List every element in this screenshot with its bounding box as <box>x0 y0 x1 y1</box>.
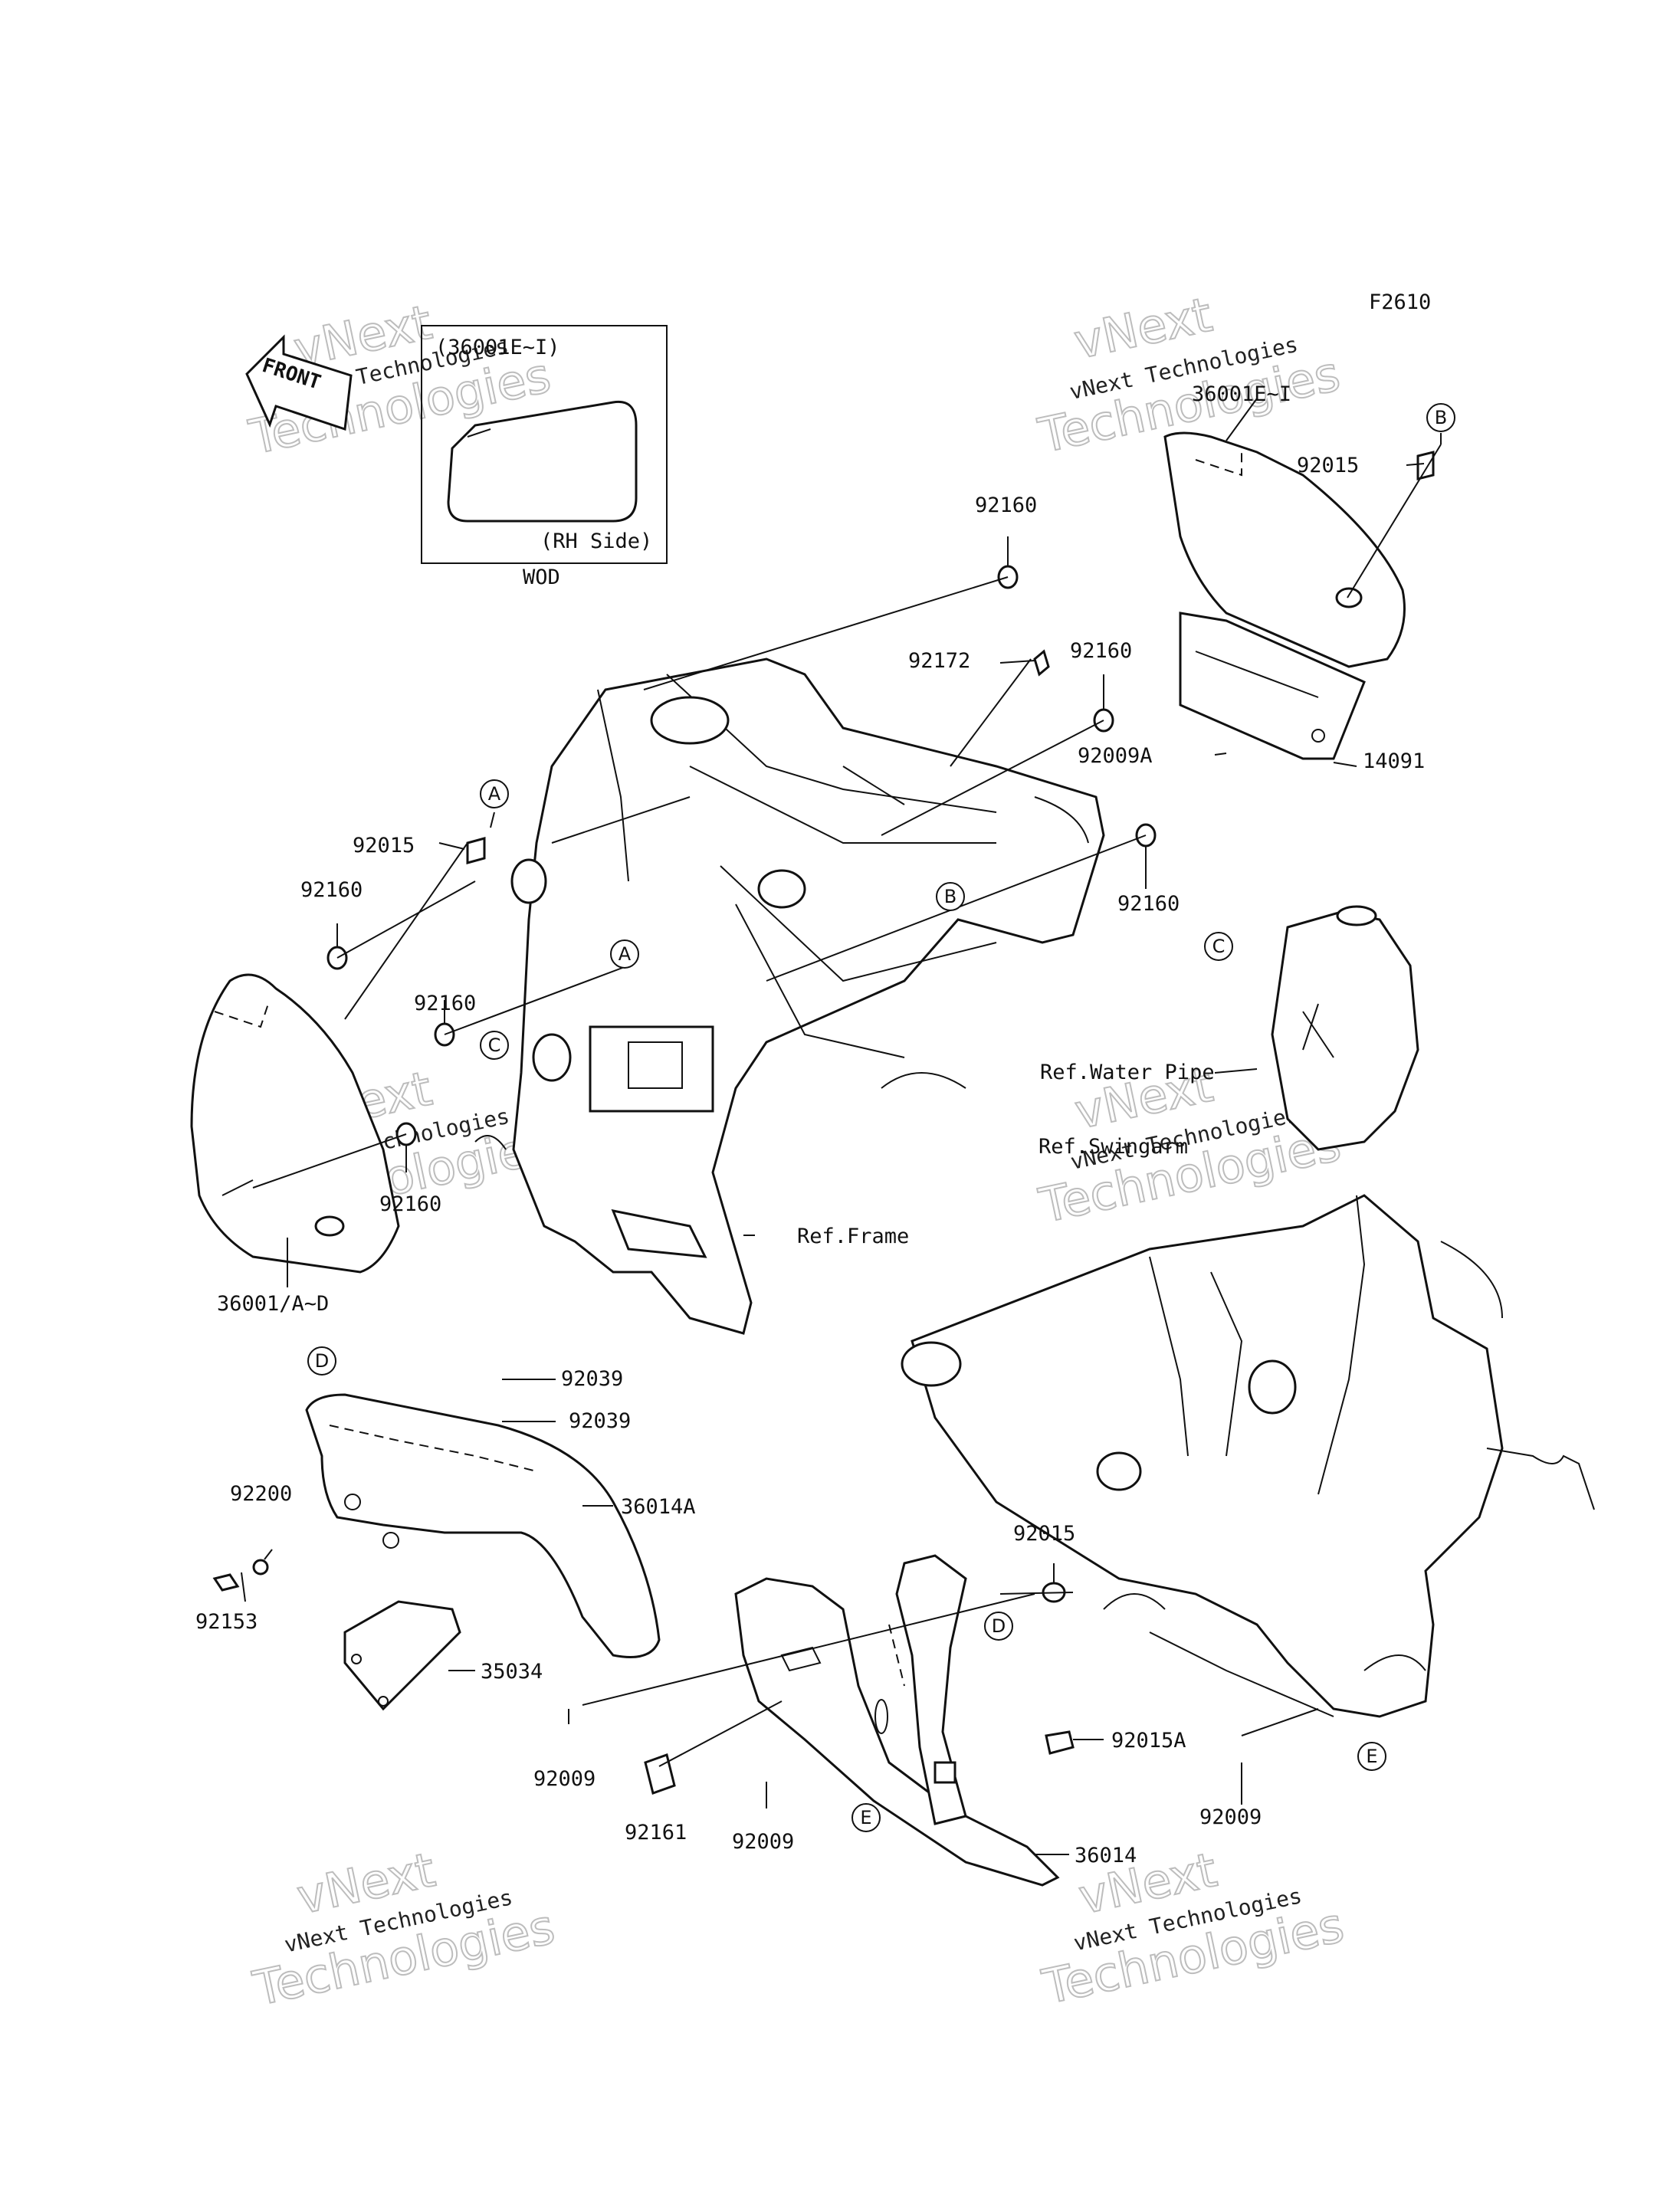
label-92009-3: 92009 <box>1199 1805 1262 1829</box>
label-14091: 14091 <box>1363 749 1425 773</box>
svg-text:C: C <box>1212 936 1226 957</box>
water-pipe-cover <box>1271 905 1419 1151</box>
label-92015a: 92015A <box>1111 1729 1186 1753</box>
label-92009-1: 92009 <box>533 1767 596 1791</box>
svg-text:A: A <box>488 783 501 805</box>
inset-caption: WOD <box>523 566 560 589</box>
chain-cover-36014a <box>305 1393 661 1658</box>
svg-text:C: C <box>488 1035 501 1056</box>
label-92039-2: 92039 <box>569 1409 631 1433</box>
callout-d-chain-cover: D <box>307 1346 336 1376</box>
callout-c-left: C <box>480 1031 509 1060</box>
label-92153: 92153 <box>195 1610 258 1634</box>
label-92160-c: 92160 <box>414 992 476 1015</box>
label-36014a: 36014A <box>621 1495 696 1519</box>
callout-a-top: A <box>480 779 509 808</box>
label-92161: 92161 <box>625 1821 687 1844</box>
label-92015-d: 92015 <box>1013 1522 1075 1546</box>
swingarm-drawing <box>901 1194 1595 1718</box>
callout-e-swingarm: E <box>1357 1742 1386 1771</box>
label-92172: 92172 <box>908 649 970 673</box>
watermark-bottom-left: vNext vNext Technologies Technologies <box>248 1841 560 2018</box>
label-92160-mid: 92160 <box>1070 639 1132 663</box>
label-36014: 36014 <box>1075 1844 1137 1867</box>
label-92009-2: 92009 <box>732 1830 794 1854</box>
inset-side-label: (RH Side) <box>540 530 652 553</box>
frame-drawing <box>474 657 1105 1335</box>
label-92160-left: 92160 <box>300 878 363 902</box>
label-92015-b: 92015 <box>1297 454 1359 477</box>
svg-text:E: E <box>860 1807 871 1828</box>
label-ref-water-pipe: Ref.Water Pipe <box>1040 1061 1215 1084</box>
svg-text:D: D <box>992 1615 1006 1637</box>
inset-part-label: (36001E~I) <box>435 336 560 359</box>
svg-text:E: E <box>1366 1746 1377 1767</box>
label-92200: 92200 <box>230 1482 292 1506</box>
callout-b-top: B <box>1426 403 1455 432</box>
label-92009a: 92009A <box>1078 744 1153 768</box>
label-92039-1: 92039 <box>561 1367 623 1391</box>
watermark-bottom-right: vNext vNext Technologies Technologies <box>1037 1841 1350 2016</box>
label-36001-ei: 36001E~I <box>1192 382 1291 406</box>
svg-text:A: A <box>619 943 632 965</box>
label-92160-right: 92160 <box>1117 892 1180 916</box>
side-cover-left <box>190 973 400 1274</box>
label-92160-low: 92160 <box>379 1192 441 1216</box>
bracket-14091 <box>1179 612 1366 760</box>
bracket-35034 <box>343 1600 461 1711</box>
svg-text:B: B <box>1435 407 1447 428</box>
label-ref-frame: Ref.Frame <box>797 1225 909 1248</box>
front-arrow-icon: FRONT <box>245 334 353 431</box>
callout-e-guard: E <box>851 1803 881 1832</box>
callout-a-frame: A <box>610 939 639 969</box>
figure-code: F2610 <box>1369 290 1431 314</box>
side-cover-right <box>1163 431 1406 668</box>
label-35034: 35034 <box>481 1660 543 1684</box>
callout-b-frame: B <box>936 882 965 911</box>
chain-guard-36014 <box>734 1554 1060 1887</box>
callout-d-swingarm: D <box>984 1612 1013 1641</box>
label-36001-ad: 36001/A~D <box>217 1292 329 1316</box>
svg-text:D: D <box>315 1350 329 1372</box>
svg-text:B: B <box>944 886 956 907</box>
label-92160-top: 92160 <box>975 494 1037 517</box>
inset-rh-side-cover: (36001E~I) (RH Side) WOD <box>421 325 668 589</box>
label-ref-swingarm: Ref.Swingarm <box>1039 1135 1188 1159</box>
label-92015-a: 92015 <box>353 834 415 857</box>
leader-lines <box>241 398 1442 1855</box>
callout-c-water-pipe: C <box>1204 932 1233 961</box>
